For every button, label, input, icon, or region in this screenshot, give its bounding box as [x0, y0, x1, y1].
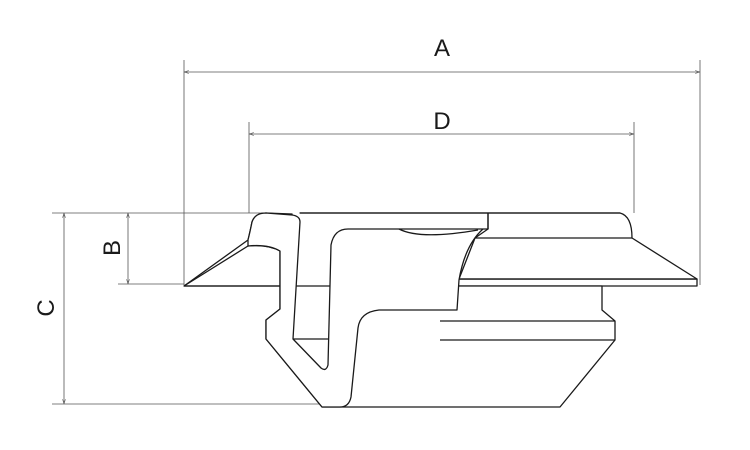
- grommet-part: [183, 212, 698, 408]
- extension-lines: [52, 60, 701, 405]
- right-flange: [439, 278, 698, 287]
- dimension-c-label: C: [33, 299, 60, 316]
- inner-profile: [247, 212, 489, 408]
- dimension-b-label: B: [99, 240, 126, 256]
- dimension-a-label: A: [434, 35, 450, 62]
- cap-top: [299, 212, 698, 280]
- dimension-d-label: D: [433, 108, 450, 135]
